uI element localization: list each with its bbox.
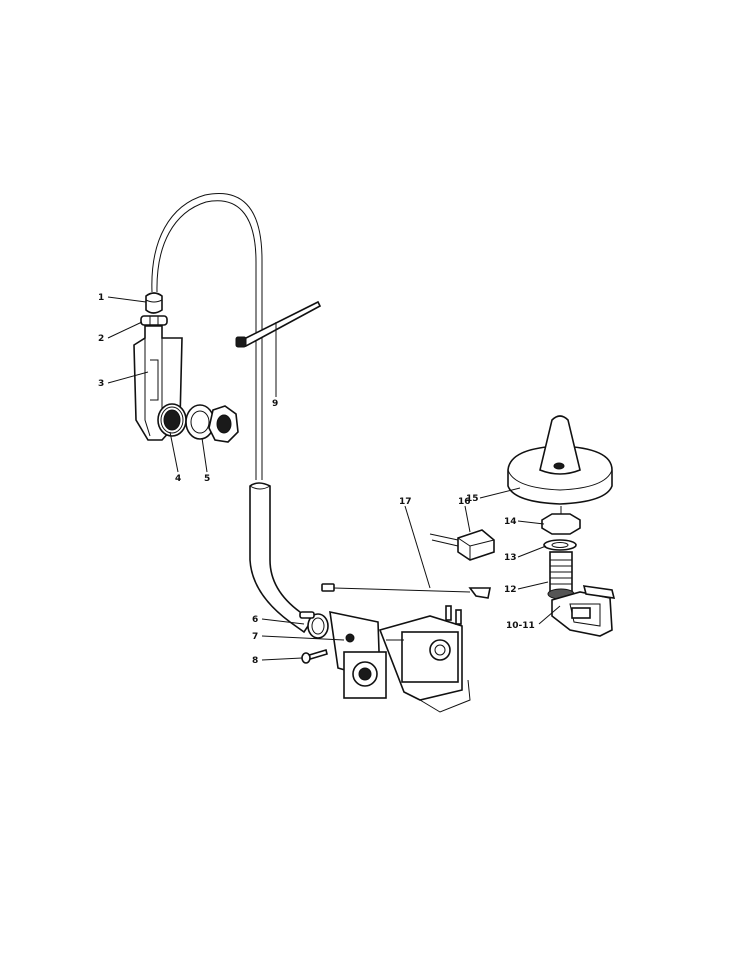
callout-4: 4 xyxy=(175,474,181,484)
part-13-washer xyxy=(543,539,577,551)
part-1-hose-cap xyxy=(145,292,163,314)
callout-1: 1 xyxy=(98,293,104,303)
callout-15: 15 xyxy=(466,494,479,504)
part-2-clamp xyxy=(140,315,168,326)
callout-7: 7 xyxy=(252,632,258,642)
part-4-grommet xyxy=(157,403,187,437)
part-14-nut xyxy=(541,506,581,535)
callout-8: 8 xyxy=(252,656,258,666)
part-15-pressure-switch-cap xyxy=(507,415,613,505)
part-17-wire-lead xyxy=(321,583,491,599)
callout-5: 5 xyxy=(204,474,210,484)
part-16-terminal-block xyxy=(429,529,495,561)
callout-2: 2 xyxy=(98,334,104,344)
leader-lines xyxy=(107,296,561,661)
callout-labels: 1 2 3 4 5 6 7 8 9 10-11 12 13 14 15 16 1… xyxy=(98,293,535,666)
part-7-water-valve xyxy=(329,605,471,713)
callout-17: 17 xyxy=(399,497,412,507)
part-8-screw xyxy=(301,648,328,664)
callout-9: 9 xyxy=(272,399,278,409)
part-10-11-switch-bracket xyxy=(551,585,616,637)
fill-hose-lower xyxy=(249,482,314,634)
callout-14: 14 xyxy=(504,517,517,527)
fill-hose-upper xyxy=(151,193,263,480)
callout-12: 12 xyxy=(504,585,517,595)
callout-6: 6 xyxy=(252,615,258,625)
callout-10-11: 10-11 xyxy=(506,621,535,631)
part-6-hose-clamp xyxy=(299,611,329,639)
part-9-cable-tie xyxy=(235,300,322,348)
part-12-threaded-stem xyxy=(547,551,575,600)
callout-3: 3 xyxy=(98,379,104,389)
callout-16: 16 xyxy=(458,497,471,507)
callout-13: 13 xyxy=(504,553,517,563)
part-5-washer-nut xyxy=(185,404,239,443)
